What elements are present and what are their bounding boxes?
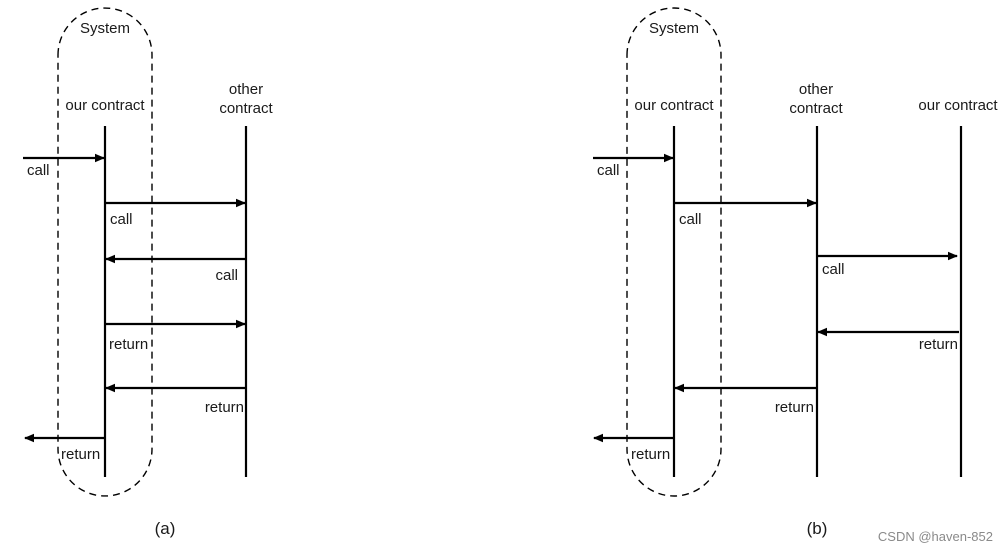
message-label-b-4: return	[919, 336, 958, 353]
caption-b: (b)	[807, 519, 828, 538]
caption-a: (a)	[155, 519, 176, 538]
lifeline-label-other-a-line1: other	[229, 81, 263, 98]
lifeline-label-our-contract-b: our contract	[634, 97, 714, 114]
message-label-a-4: return	[109, 336, 148, 353]
message-label-b-2: call	[679, 211, 702, 228]
system-label-a: System	[80, 20, 130, 37]
message-label-a-1: call	[27, 162, 50, 179]
message-label-a-3: call	[215, 267, 238, 284]
system-label-b: System	[649, 20, 699, 37]
diagram-a: System our contract other contract call …	[23, 7, 274, 538]
system-boundary-a	[57, 7, 153, 497]
message-label-a-5: return	[205, 399, 244, 416]
lifeline-label-other-b-line1: other	[799, 81, 833, 98]
diagram-b: System our contract other contract our c…	[593, 7, 998, 538]
message-label-b-3: call	[822, 261, 845, 278]
message-label-a-2: call	[110, 211, 133, 228]
lifeline-label-other-a-line2: contract	[219, 100, 273, 117]
message-label-b-5: return	[775, 399, 814, 416]
message-label-a-6: return	[61, 446, 100, 463]
watermark: CSDN @haven-852	[878, 529, 993, 544]
lifeline-label-our-contract-b-2: our contract	[918, 97, 998, 114]
lifeline-label-other-b-line2: contract	[789, 100, 843, 117]
message-label-b-1: call	[597, 162, 620, 179]
system-boundary-b	[626, 7, 722, 497]
lifeline-label-our-contract-a: our contract	[65, 97, 145, 114]
message-label-b-6: return	[631, 446, 670, 463]
